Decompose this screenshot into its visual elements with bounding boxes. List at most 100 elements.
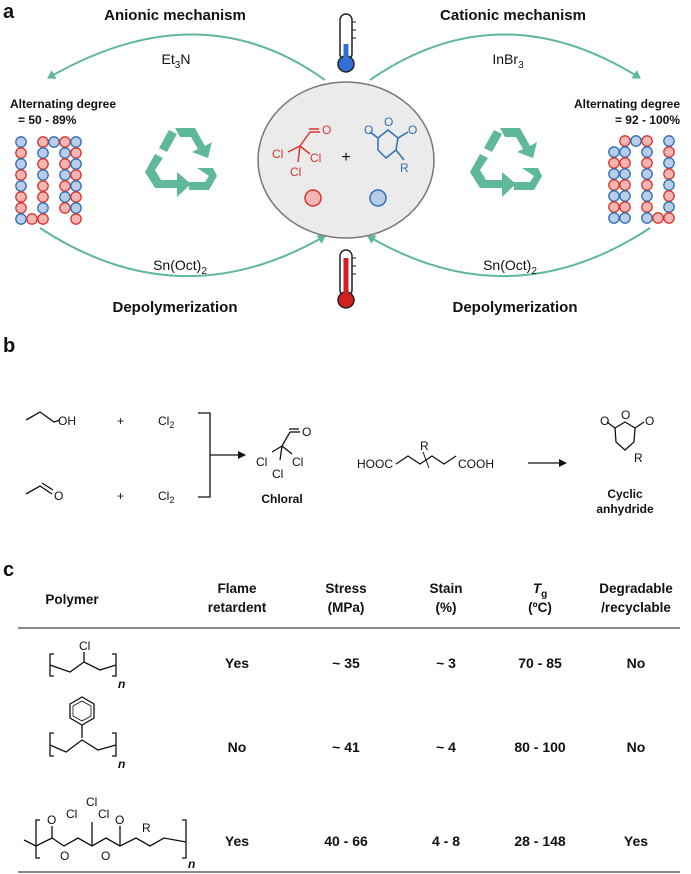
depoly-left-title: Depolymerization <box>112 299 237 316</box>
polymer-bead <box>663 135 675 147</box>
polymer-bead <box>663 179 675 191</box>
polymer-bead <box>641 212 653 224</box>
polymer-bead <box>70 202 82 214</box>
polymer-bead <box>70 158 82 170</box>
anionic-arrow <box>47 33 326 81</box>
chloral-cl-3: Cl <box>290 165 301 179</box>
polymer-bead <box>59 202 71 214</box>
panel-b-label: b <box>3 335 15 357</box>
depoly-right-catalyst: Sn(Oct)2 <box>483 257 537 277</box>
polymer-bead <box>641 146 653 158</box>
polymer-bead <box>608 212 620 224</box>
row3-stress: 40 - 66 <box>324 833 368 849</box>
row2-tg: 80 - 100 <box>514 739 566 755</box>
polymer-bead <box>663 201 675 213</box>
polyester-cl-3: Cl <box>98 807 109 821</box>
header-stain-2: (%) <box>436 600 457 615</box>
polymer-bead <box>663 212 675 224</box>
anionic-catalyst: Et3N <box>162 51 191 71</box>
plus-sign: + <box>341 149 350 166</box>
row3-tg: 28 - 148 <box>514 833 566 849</box>
chloral-b-o: O <box>302 425 311 439</box>
depolymerization-right-arrow <box>367 227 651 277</box>
polymer-bead <box>37 180 49 192</box>
polymer-bead <box>15 169 27 181</box>
polyester-o-1: O <box>47 813 56 827</box>
ethanol-oh: OH <box>58 414 76 428</box>
cyclic-anhydride-structure <box>606 421 645 451</box>
polymer-bead <box>641 190 653 202</box>
row2-stain: ~ 4 <box>436 739 456 755</box>
polymer-bead <box>608 168 620 180</box>
chloral-cl-1: Cl <box>272 147 283 161</box>
row3-flame: Yes <box>225 833 249 849</box>
polymer-bead <box>619 168 631 180</box>
anhydride-label-1: Cyclic <box>607 487 643 501</box>
polymer-bead <box>663 190 675 202</box>
polymer-bead <box>59 136 71 148</box>
left-polymer-chain <box>15 136 82 225</box>
polymer-bead <box>37 147 49 159</box>
polymer-bead <box>663 157 675 169</box>
anhydride-o-1: O <box>364 123 373 137</box>
header-tg-2: (ºC) <box>528 600 552 615</box>
row3-degradable: Yes <box>624 833 648 849</box>
polymer-bead <box>15 158 27 170</box>
anhydride-o-3: O <box>408 123 417 137</box>
polymer-bead <box>608 201 620 213</box>
cationic-catalyst: InBr3 <box>492 51 524 71</box>
cl2-first: Cl2 <box>158 414 174 430</box>
polymer-bead <box>15 191 27 203</box>
polymer-bead <box>663 146 675 158</box>
row2-degradable: No <box>627 739 646 755</box>
right-degree-value: = 92 - 100% <box>615 113 680 127</box>
polymer-bead <box>608 146 620 158</box>
blue-bead-legend <box>369 189 387 207</box>
polymer-bead <box>37 169 49 181</box>
cl2-second: Cl2 <box>158 489 174 505</box>
polymer-bead <box>15 147 27 159</box>
chloral-cl-2: Cl <box>310 151 321 165</box>
monomer-ellipse <box>257 81 435 239</box>
polymer-bead <box>663 168 675 180</box>
diacid-left: HOOC <box>357 457 393 471</box>
header-degradable-2: /recyclable <box>601 600 671 615</box>
header-tg-1: Tg <box>533 581 547 600</box>
table-row: Yes 40 - 66 4 - 8 28 - 148 Yes <box>225 833 648 849</box>
polyester-o-3: O <box>101 849 110 863</box>
row1-flame: Yes <box>225 655 249 671</box>
polymer-bead <box>59 158 71 170</box>
pvc-cl: Cl <box>79 639 90 653</box>
header-degradable-1: Degradable <box>599 581 673 596</box>
table-header: Polymer Flame retardent Stress (MPa) Sta… <box>45 581 673 615</box>
polymer-bead <box>630 135 642 147</box>
polymer-bead <box>59 169 71 181</box>
polymer-bead <box>15 202 27 214</box>
chloral-b-cl-1: Cl <box>256 455 267 469</box>
polymer-bead <box>48 136 60 148</box>
anhydride-b-o-3: O <box>645 414 654 428</box>
polyester-r: R <box>142 821 151 835</box>
header-flame-2: retardent <box>208 600 267 615</box>
polyester-n: n <box>188 857 195 871</box>
polyester-cl-1: Cl <box>86 795 97 809</box>
polymer-bead <box>619 157 631 169</box>
header-stress-1: Stress <box>325 581 366 596</box>
polymer-bead <box>70 147 82 159</box>
row3-stain: 4 - 8 <box>432 833 460 849</box>
polymer-bead <box>70 213 82 225</box>
chloral-label: Chloral <box>261 492 302 506</box>
header-polymer: Polymer <box>45 592 99 607</box>
polystyrene-structure <box>49 696 117 757</box>
row2-flame: No <box>228 739 247 755</box>
plus-2: + <box>117 489 124 503</box>
chloral-monomer <box>287 128 320 163</box>
ps-n: n <box>118 757 125 771</box>
row1-tg: 70 - 85 <box>518 655 562 671</box>
polymer-bead <box>70 169 82 181</box>
plus-1: + <box>117 414 124 428</box>
polymer-bead <box>15 180 27 192</box>
polymer-bead <box>619 135 631 147</box>
row1-stress: ~ 35 <box>332 655 360 671</box>
